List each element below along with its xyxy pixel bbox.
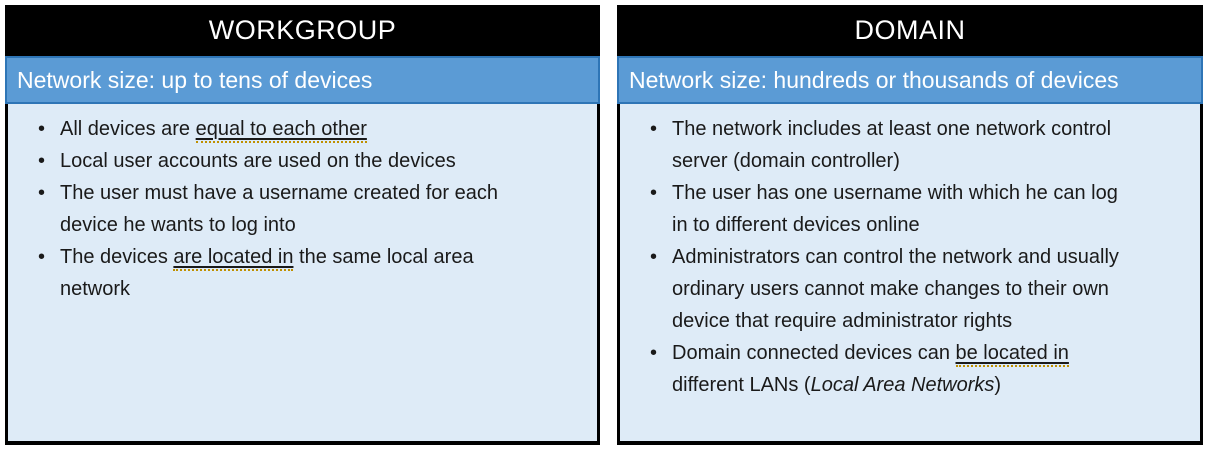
domain-card: DOMAIN Network size: hundreds or thousan… — [617, 5, 1203, 445]
workgroup-bullet-list: All devices are equal to each otherLocal… — [8, 113, 589, 305]
text-segment: All devices are — [60, 118, 196, 140]
text-segment: the same local area network — [60, 246, 474, 300]
workgroup-card: WORKGROUP Network size: up to tens of de… — [5, 5, 600, 445]
italic-text: Local Area Networks — [810, 374, 995, 396]
list-item: The user has one username with which he … — [650, 177, 1124, 241]
workgroup-card-title: WORKGROUP — [5, 5, 600, 56]
text-segment: ) — [994, 374, 1002, 396]
text-segment: different LANs ( — [672, 374, 811, 396]
list-item: The devices are located in the same loca… — [38, 241, 542, 305]
domain-card-title: DOMAIN — [617, 5, 1203, 56]
list-item: All devices are equal to each other — [38, 113, 542, 145]
text-segment: Administrators can control the network a… — [672, 246, 1119, 332]
list-item: Administrators can control the network a… — [650, 241, 1124, 337]
text-segment: The user must have a username created fo… — [60, 182, 499, 236]
text-segment: The network includes at least one networ… — [672, 118, 1112, 172]
text-segment: Domain connected devices can — [672, 342, 956, 364]
underlined-text: are located in — [173, 246, 294, 271]
domain-bullet-list: The network includes at least one networ… — [620, 113, 1192, 401]
cards-row: WORKGROUP Network size: up to tens of de… — [5, 5, 1203, 445]
list-item: Domain connected devices can be located … — [650, 337, 1124, 401]
text-segment: Local user accounts are used on the devi… — [60, 150, 456, 172]
domain-card-body: The network includes at least one networ… — [617, 104, 1203, 445]
list-item: Local user accounts are used on the devi… — [38, 145, 542, 177]
underlined-text: be located in — [955, 342, 1069, 367]
text-segment: The user has one username with which he … — [672, 182, 1118, 236]
list-item: The user must have a username created fo… — [38, 177, 542, 241]
text-segment: The devices — [60, 246, 174, 268]
workgroup-card-body: All devices are equal to each otherLocal… — [5, 104, 600, 445]
workgroup-network-size-bar: Network size: up to tens of devices — [5, 56, 600, 104]
domain-network-size-bar: Network size: hundreds or thousands of d… — [617, 56, 1203, 104]
underlined-text: equal to each other — [195, 118, 367, 143]
list-item: The network includes at least one networ… — [650, 113, 1124, 177]
